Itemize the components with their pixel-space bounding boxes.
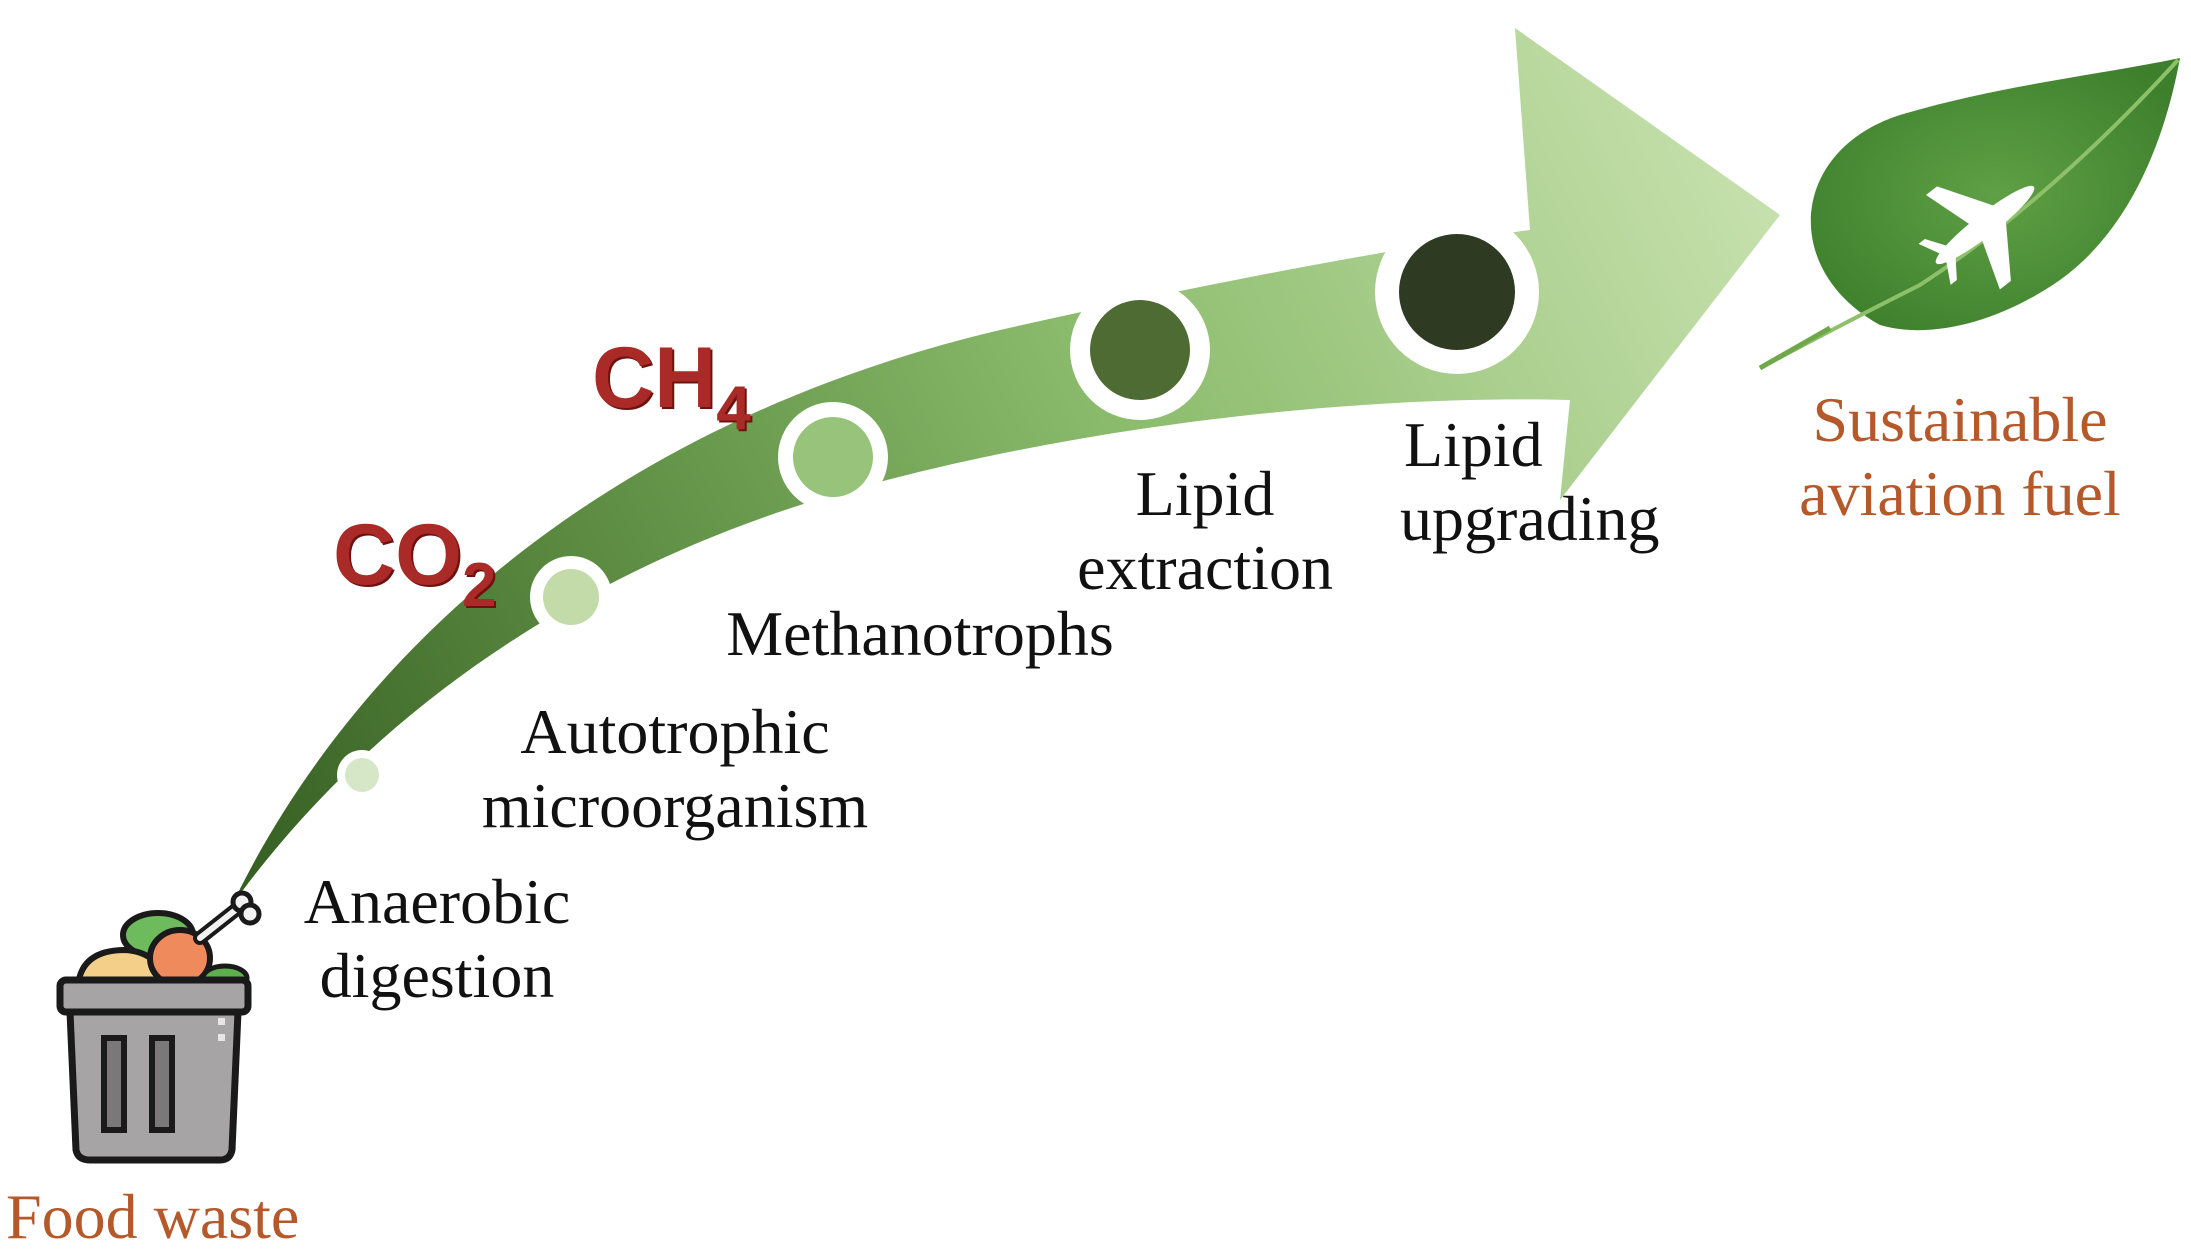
ch4-formula: CH (592, 330, 717, 426)
step-label-line: extraction (1077, 532, 1333, 603)
process-arrow (232, 28, 1780, 905)
step-label-line: Anaerobic (303, 866, 571, 937)
step-label-anaerobic-digestion: Anaerobic digestion (292, 865, 582, 1013)
target-label: Sustainable aviation fuel (1760, 383, 2160, 531)
step-marker-fill (793, 417, 873, 497)
step-label-line: Methanotrophs (726, 598, 1114, 669)
step-label-autotrophic-microorganism: Autotrophic microorganism (470, 695, 880, 843)
leaf-with-airplane-icon (1758, 58, 2180, 371)
step-label-line: Lipid (1135, 458, 1275, 529)
step-label-line: Lipid (1404, 409, 1543, 480)
co2-formula: CO (333, 507, 462, 603)
step-label-line: digestion (319, 940, 555, 1011)
trash-bin-with-food-icon (56, 890, 262, 1164)
step-label-methanotrophs: Methanotrophs (715, 597, 1125, 671)
co2-label: CO2 (333, 512, 496, 629)
source-label: Food waste (6, 1181, 300, 1252)
step-label-line: Autotrophic (520, 696, 830, 767)
ch4-label: CH4 (592, 335, 751, 452)
step-label-line: microorganism (481, 770, 869, 841)
step-marker-fill (543, 569, 599, 625)
step-label-lipid-extraction: Lipid extraction (1060, 457, 1350, 605)
target-label-line: aviation fuel (1799, 458, 2121, 529)
step-marker-fill (1090, 300, 1190, 400)
step-markers (337, 210, 1539, 800)
ch4-subscript: 4 (716, 374, 751, 443)
step-label-lipid-upgrading: Lipid upgrading (1400, 408, 1690, 556)
step-marker-fill (1399, 234, 1515, 350)
step-label-line: upgrading (1400, 483, 1660, 554)
co2-subscript: 2 (462, 551, 497, 620)
target-label-line: Sustainable (1812, 384, 2108, 455)
step-marker-fill (345, 758, 379, 792)
